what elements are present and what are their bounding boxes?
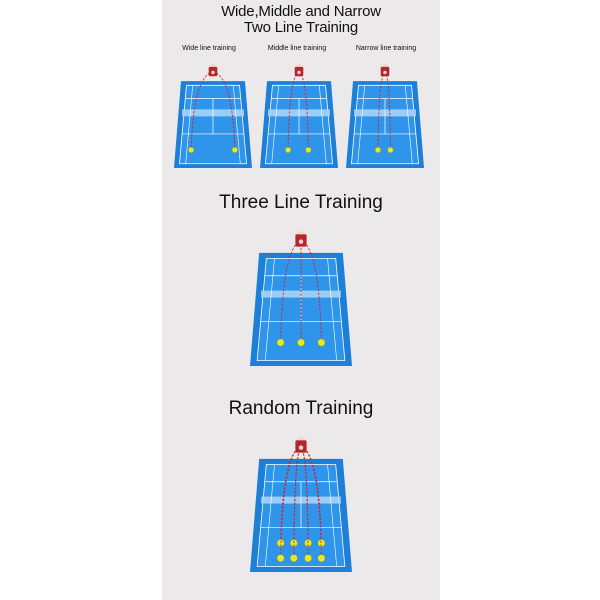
- court-middle-line: [260, 64, 338, 168]
- trajectory-line: [293, 446, 302, 559]
- tennis-ball-icon: [297, 338, 305, 347]
- singles-sideline-2: [232, 85, 241, 164]
- court-three-line: [250, 231, 352, 366]
- singles-sideline-2: [327, 464, 337, 567]
- singles-sideline-1: [271, 85, 280, 164]
- ball-machine-icon: [295, 231, 307, 247]
- machine-hopper: [382, 64, 388, 67]
- tennis-ball-icon: [276, 539, 285, 547]
- tennis-ball-icon: [305, 147, 312, 153]
- page-title-line-1: Wide,Middle and Narrow: [221, 3, 381, 20]
- tennis-ball-body: [290, 554, 298, 562]
- machine-outlet: [298, 445, 304, 450]
- machine-hopper: [297, 231, 305, 235]
- tennis-ball-icon: [285, 147, 292, 153]
- background-panel: Wide,Middle and Narrow Two Line Training…: [162, 0, 440, 600]
- trajectory-line: [298, 71, 309, 150]
- machine-outlet: [383, 70, 387, 75]
- tennis-ball-body: [317, 539, 326, 547]
- tennis-ball-icon: [276, 338, 285, 347]
- tennis-ball-body: [297, 338, 305, 347]
- machine-hopper: [297, 437, 305, 441]
- tennis-ball-body: [231, 147, 238, 153]
- ball-machine-icon: [380, 64, 390, 77]
- tennis-ball-body: [290, 539, 298, 547]
- tennis-ball-body: [375, 147, 381, 153]
- three-line-title: Three Line Training: [219, 192, 383, 213]
- court-wide-line: [174, 64, 252, 168]
- page-title-line-2: Two Line Training: [243, 19, 359, 36]
- ball-machine-icon: [208, 64, 218, 77]
- trajectory-line: [300, 446, 309, 559]
- singles-sideline-1: [265, 464, 275, 567]
- tennis-ball-body: [304, 554, 312, 562]
- tennis-ball-body: [276, 539, 285, 547]
- tennis-ball-body: [188, 147, 195, 153]
- trajectory-line: [287, 71, 300, 150]
- label-narrow-line: Narrow line training: [355, 45, 417, 52]
- tennis-ball-body: [285, 147, 292, 153]
- tennis-ball-icon: [317, 554, 326, 562]
- ball-machine-icon: [294, 64, 304, 77]
- machine-outlet: [211, 70, 215, 75]
- tennis-ball-icon: [317, 338, 326, 347]
- tennis-ball-icon: [375, 147, 381, 153]
- singles-sideline-1: [265, 258, 275, 361]
- tennis-ball-icon: [188, 147, 195, 153]
- tennis-ball-body: [276, 338, 285, 347]
- tennis-ball-icon: [290, 539, 298, 547]
- singles-sideline-1: [357, 85, 366, 164]
- tennis-ball-icon: [317, 539, 326, 547]
- machine-outlet: [298, 239, 304, 244]
- singles-sideline-1: [185, 85, 194, 164]
- tennis-ball-body: [276, 554, 285, 562]
- tennis-ball-body: [317, 338, 326, 347]
- singles-sideline-2: [404, 85, 413, 164]
- tennis-ball-icon: [387, 147, 394, 153]
- singles-sideline-2: [318, 85, 327, 164]
- tennis-ball-icon: [290, 554, 298, 562]
- machine-hopper: [210, 64, 216, 67]
- tennis-ball-icon: [276, 554, 285, 562]
- tennis-ball-body: [387, 147, 394, 153]
- tennis-ball-body: [304, 539, 312, 547]
- tennis-ball-icon: [304, 554, 312, 562]
- label-middle-line: Middle line training: [267, 45, 327, 52]
- random-title: Random Training: [228, 398, 374, 419]
- machine-outlet: [297, 70, 301, 75]
- court-random: [250, 437, 352, 572]
- court-narrow-line: [346, 64, 424, 168]
- tennis-ball-body: [305, 147, 312, 153]
- label-wide-line: Wide line training: [182, 45, 236, 52]
- machine-hopper: [296, 64, 302, 67]
- tennis-ball-icon: [231, 147, 238, 153]
- singles-sideline-2: [327, 258, 337, 361]
- tennis-ball-icon: [304, 539, 312, 547]
- ball-machine-icon: [295, 437, 307, 453]
- tennis-ball-body: [317, 554, 326, 562]
